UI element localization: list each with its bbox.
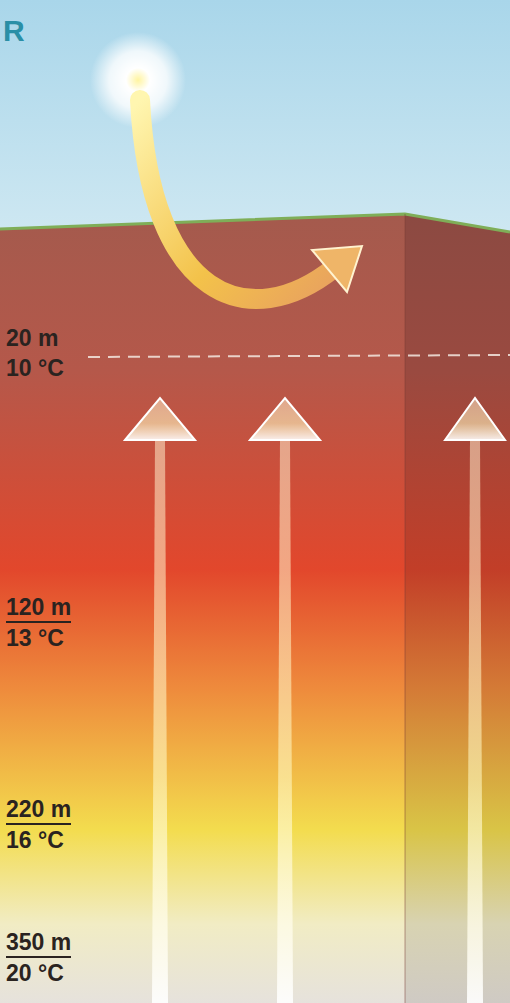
temperature-label: 20 °C: [6, 961, 64, 986]
title-fragment: R: [3, 14, 25, 47]
temperature-label: 16 °C: [6, 828, 64, 853]
depth-label: 120 m: [6, 595, 71, 623]
depth-label: 220 m: [6, 797, 71, 825]
depth-label: 350 m: [6, 930, 71, 958]
depth-label: 20 m: [6, 326, 58, 351]
temperature-label: 10 °C: [6, 356, 64, 381]
temperature-label: 13 °C: [6, 626, 64, 651]
